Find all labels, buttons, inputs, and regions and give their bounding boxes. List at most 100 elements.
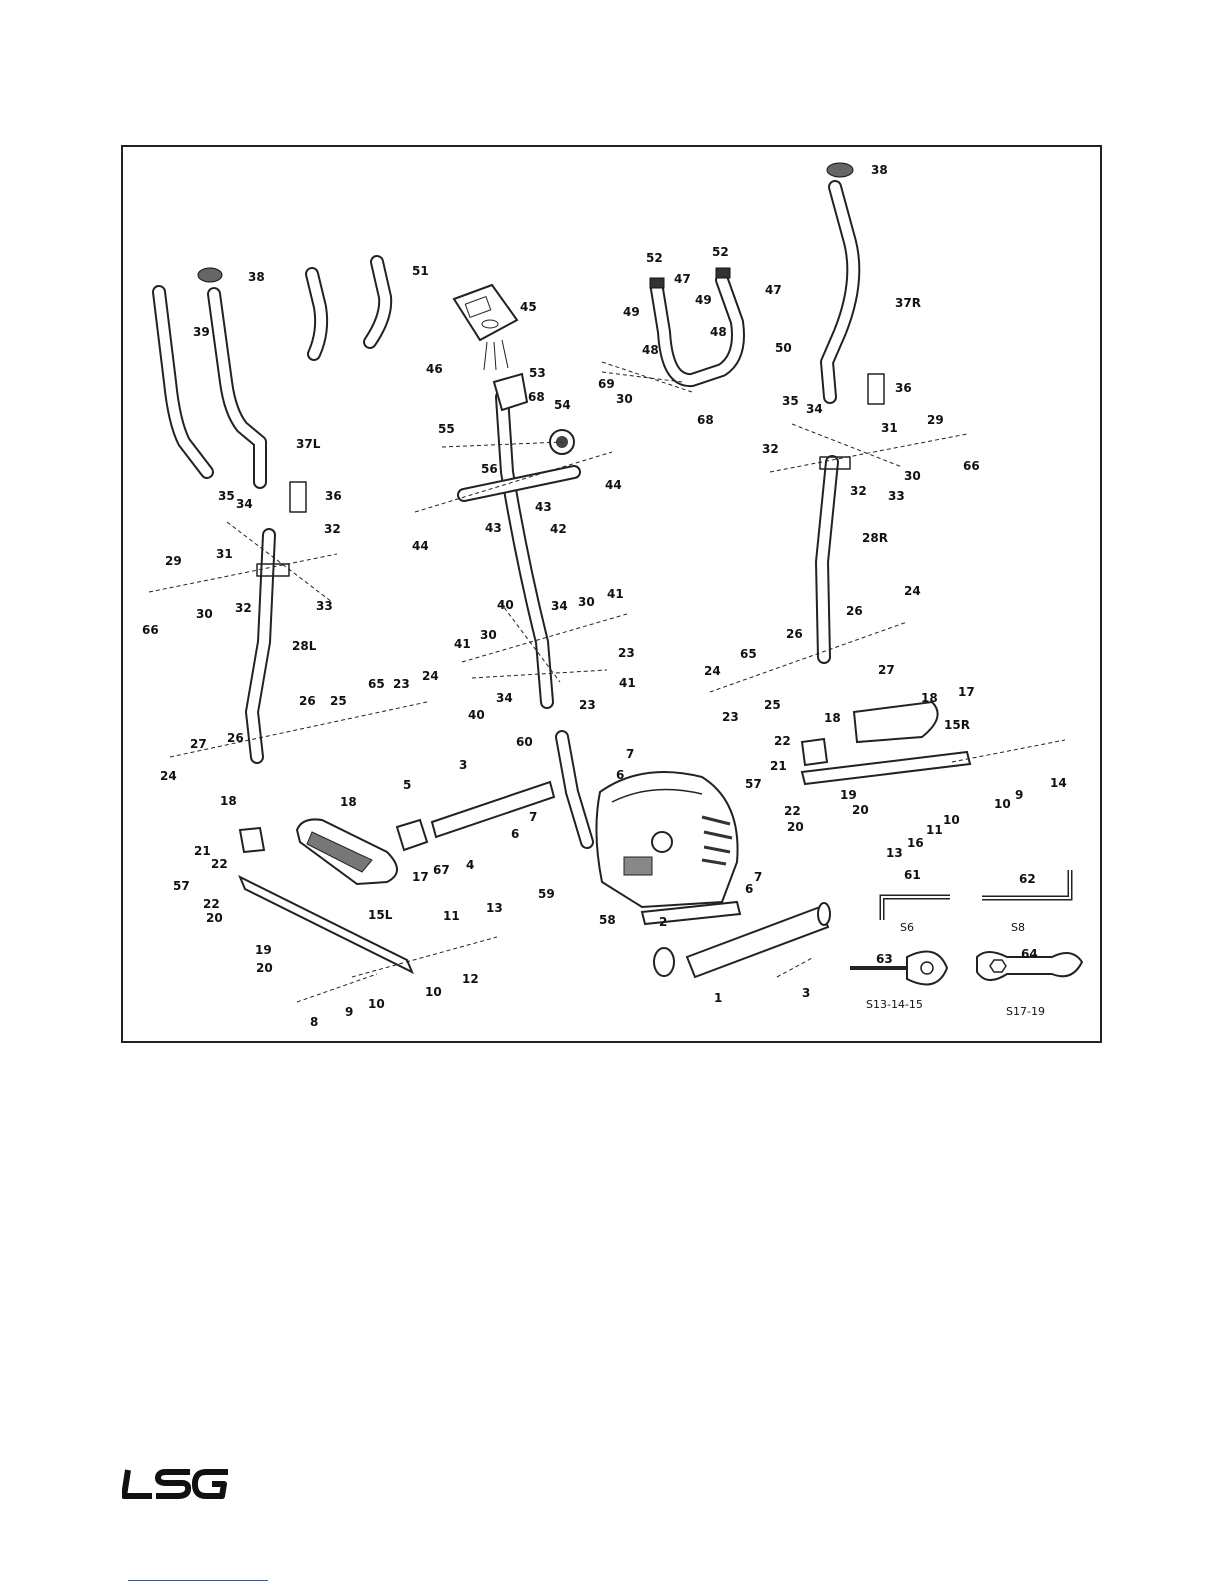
right-upright-28R [815,455,851,664]
pedal-17-right [852,700,939,744]
part-label: 24 [904,584,921,598]
part-label: 6 [616,768,624,782]
part-label: 63 [876,952,893,966]
part-label: 33 [316,599,333,613]
part-label: 34 [496,691,513,705]
part-label: 32 [235,601,252,615]
part-label: 55 [438,422,455,436]
part-label: 38 [248,270,265,284]
part-label: 52 [712,245,729,259]
part-label: 21 [770,759,787,773]
part-label: 64 [1021,947,1038,961]
rear-stabilizer-1 [685,902,831,979]
part-label: 68 [697,413,714,427]
part-label: 32 [762,442,779,456]
part-label: 1 [714,991,722,1005]
part-label: 51 [412,264,429,278]
part-label: 23 [393,677,410,691]
part-label: 42 [550,522,567,536]
part-label: 18 [220,794,237,808]
part-label: 38 [871,163,888,177]
frame-neck-59 [555,730,594,849]
part-label: 57 [745,777,762,791]
part-label: 32 [850,484,867,498]
part-label: 35 [782,394,799,408]
part-label: 24 [422,669,439,683]
part-label: 34 [236,497,253,511]
part-label: 20 [787,820,804,834]
part-label: 2 [659,915,667,929]
part-label: 36 [325,489,342,503]
part-label: 18 [340,795,357,809]
bracket-21-left [238,826,266,854]
part-label: 65 [740,647,757,661]
flywheel-cover [595,771,739,909]
part-label: 45 [520,300,537,314]
part-label: 29 [165,554,182,568]
part-label: 29 [927,413,944,427]
part-label: 33 [888,489,905,503]
part-label: 4 [466,858,474,872]
part-label: 56 [481,462,498,476]
part-label: 48 [642,343,659,357]
part-label: 15L [368,908,393,922]
part-label: 18 [824,711,841,725]
part-label: 39 [193,325,210,339]
part-label: 10 [368,997,385,1011]
part-label: 6 [745,882,753,896]
part-label: 65 [368,677,385,691]
part-label: 18 [921,691,938,705]
part-label: 44 [605,478,622,492]
part-label: 43 [535,500,552,514]
part-label: 23 [579,698,596,712]
part-label: 7 [529,810,537,824]
part-label: 34 [551,599,568,613]
part-label: 10 [994,797,1011,811]
wrench-64 [976,951,1084,981]
tool-size-label-64: S17-19 [1006,1005,1045,1018]
part-label: 10 [943,813,960,827]
front-stabilizer-4 [430,780,556,839]
part-label: 11 [443,909,460,923]
frame-base-58 [640,900,742,926]
part-label: 36 [895,381,912,395]
footer-link-underline[interactable] [128,1580,268,1581]
part-label: 6 [511,827,519,841]
main-mast-42 [492,372,554,709]
part-label: 24 [704,664,721,678]
part-label: 19 [840,788,857,802]
cap-52-a [649,277,665,289]
part-label: 3 [802,986,810,1000]
part-label: 62 [1019,872,1036,886]
handlebar-39 [152,285,214,479]
part-label: 30 [616,392,633,406]
part-label: 66 [963,459,980,473]
part-label: 26 [227,731,244,745]
part-label: 47 [674,272,691,286]
part-label: 37R [895,296,921,310]
part-label: 10 [425,985,442,999]
part-label: 66 [142,623,159,637]
part-label: 44 [412,539,429,553]
part-label: 32 [324,522,341,536]
bracket-21-right [800,737,829,767]
pedal-arm-15R [800,750,972,786]
part-label: 41 [619,676,636,690]
part-label: 20 [852,803,869,817]
part-label: 19 [255,943,272,957]
end-cap-38-left [197,267,223,283]
part-label: 40 [468,708,485,722]
sleeve-36-left [289,481,307,513]
part-label: 15R [944,718,970,732]
part-label: 8 [310,1015,318,1029]
part-label: 26 [846,604,863,618]
part-label: 5 [403,778,411,792]
pedal-arm-15L [238,874,414,975]
part-label: 13 [886,846,903,860]
end-cap-5 [395,818,429,852]
pedal-17-left [295,818,398,886]
part-label: 69 [598,377,615,391]
handlebar-50 [650,273,745,387]
part-label: 20 [256,961,273,975]
part-label: 30 [904,469,921,483]
